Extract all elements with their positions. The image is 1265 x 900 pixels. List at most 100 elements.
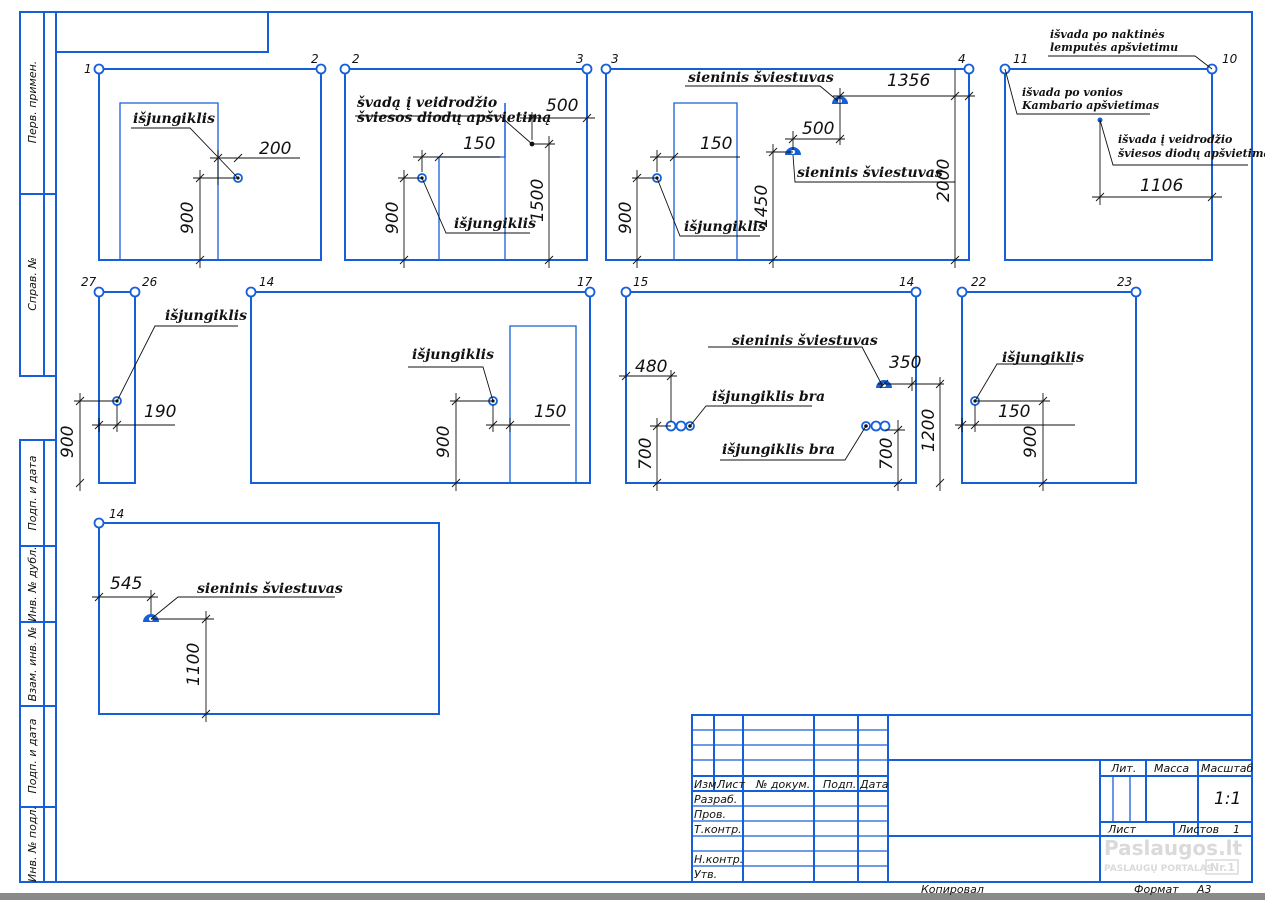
corner-number: 3: [576, 52, 584, 66]
wall-elevation-5: 27 26 išjungiklis 190 900: [58, 275, 247, 491]
bottom-edge: [0, 893, 1265, 900]
title-block: Изм. Лист № докум. Подп. Дата Разраб. Пр…: [691, 714, 1253, 883]
wall-elevation-8: 22 23 išjungiklis 150 900: [955, 275, 1142, 491]
corner-number: 15: [633, 275, 648, 289]
side-stamp: Перв. примен. Справ. № Подп. и дата Инв.…: [19, 11, 57, 883]
tb-col-doc: № докум.: [755, 778, 810, 791]
night-lamp-label: išvada po naktinės: [1050, 28, 1165, 41]
dim-height: 1100: [184, 643, 204, 686]
tb-sheets: Листов: [1177, 823, 1219, 836]
dim-width: 1106: [1140, 176, 1183, 196]
wall-elevation-6: 14 17 išjungiklis 150 900: [245, 275, 596, 491]
corner-number: 3: [611, 52, 619, 66]
tb-row-label: Пров.: [694, 808, 726, 821]
dim-height: 900: [383, 202, 403, 234]
corner-number: 22: [971, 275, 986, 289]
tb-scale-label: Масштаб: [1201, 762, 1253, 775]
dim-width: 545: [110, 574, 142, 594]
corner-number: 10: [1222, 52, 1238, 66]
dim-height: 700: [636, 438, 656, 470]
tb-mass: Масса: [1154, 762, 1189, 775]
bath-light-label: išvada po vonios: [1022, 86, 1123, 99]
night-lamp-label: lemputės apšvietimu: [1050, 41, 1178, 54]
bra-socket-symbol: [870, 420, 882, 432]
wall-elevation-9: 14 sieninis šviestuvas 545 1100: [92, 507, 440, 722]
dim-height: 1500: [528, 179, 548, 222]
dim-height: 2000: [934, 159, 954, 202]
corner-number: 2: [311, 52, 319, 66]
tb-col-izm: Изм.: [694, 778, 720, 791]
switch-label: išjungiklis: [133, 111, 215, 127]
tb-row-label: Разраб.: [694, 793, 737, 806]
stamp-text: Перв. примен.: [26, 61, 39, 144]
tb-row-label: Утв.: [694, 868, 717, 881]
corner-number: 14: [899, 275, 914, 289]
wall-lamp-label: sieninis šviestuvas: [797, 165, 943, 181]
bath-light-label: Kambario apšvietimas: [1021, 99, 1159, 112]
dim-width: 150: [534, 402, 566, 422]
corner-number: 4: [958, 52, 966, 66]
dim-width: 150: [998, 402, 1030, 422]
tb-row-label: Т.контр.: [694, 823, 742, 836]
switch-label: išjungiklis: [412, 347, 494, 363]
stamp-text: Инв. № подл.: [26, 806, 39, 882]
dim-height: 900: [1021, 426, 1041, 458]
switch-bra-label: išjungiklis bra: [722, 442, 835, 458]
dim-width: 150: [463, 134, 495, 154]
corner-number: 2: [352, 52, 360, 66]
tb-col-list: Лист: [716, 778, 745, 791]
stamp-text: Справ. №: [26, 257, 39, 311]
dim-width: 190: [144, 402, 176, 422]
dim-height: 900: [178, 202, 198, 234]
stamp-text: Подп. и дата: [26, 455, 39, 530]
dim-height: 1200: [919, 409, 939, 452]
corner-marker: [93, 63, 105, 75]
corner-number: 23: [1117, 275, 1132, 289]
tb-sheet: Лист: [1107, 823, 1136, 836]
footer-format: А3: [1196, 883, 1212, 896]
tb-lit: Лит.: [1110, 762, 1136, 775]
tb-col-date: Дата: [859, 778, 889, 791]
tb-col-sign: Подп.: [823, 778, 856, 791]
watermark-badge: Nr.1: [1210, 861, 1235, 874]
stamp-text: Подп. и дата: [26, 718, 39, 793]
dim-width: 150: [700, 134, 732, 154]
tb-row-label: Н.контр.: [694, 853, 743, 866]
corner-number: 11: [1013, 52, 1028, 66]
dim-height: 700: [877, 438, 897, 470]
dim-width: 1356: [887, 71, 930, 91]
watermark-sub: PASLAUGŲ PORTALAS: [1104, 864, 1213, 874]
dim-width: 200: [259, 139, 291, 159]
switch-label: išjungiklis: [454, 216, 536, 232]
tb-scale: 1:1: [1214, 789, 1241, 809]
corner-number: 26: [142, 275, 158, 289]
wall-lamp-label: sieninis šviestuvas: [688, 70, 834, 86]
switch-bra-label: išjungiklis bra: [712, 389, 825, 405]
wall-elevation-7: 15 14 išjungiklis bra išjungiklis bra si…: [619, 275, 945, 491]
mirror-led-label: išvada į veidrodžio: [1118, 133, 1232, 146]
dim-width: 500: [802, 119, 834, 139]
mirror-led-label: švadą į veidrodžio: [357, 95, 497, 111]
watermark-brand: Paslaugos.lt: [1104, 836, 1243, 860]
corner-number: 14: [259, 275, 274, 289]
corner-number: 14: [109, 507, 124, 521]
switch-label: išjungiklis: [165, 308, 247, 324]
mirror-led-label: šviesos diodų apšvietimą: [357, 110, 551, 126]
wall-elevation-2: 2 3 švadą į veidrodžio šviesos diodų apš…: [339, 52, 595, 268]
switch-label: išjungiklis: [684, 219, 766, 235]
dim-width: 480: [635, 357, 667, 377]
footer-copied: Копировал: [921, 883, 984, 896]
corner-marker: [315, 63, 327, 75]
dim-height: 900: [434, 426, 454, 458]
dim-width: 350: [889, 353, 921, 373]
dim-width: 500: [546, 96, 578, 116]
corner-number: 17: [577, 275, 593, 289]
dim-height: 1450: [752, 185, 772, 228]
stamp-text: Инв. № дубл.: [26, 546, 39, 621]
wall-elevation-3: 3 4 sieninis šviestuvas sieninis šviestu…: [600, 52, 975, 268]
wall-elevation-4: 11 10 išvada po naktinės lemputės apšvie…: [999, 28, 1265, 261]
dim-height: 900: [616, 202, 636, 234]
wall-lamp-label: sieninis šviestuvas: [732, 333, 878, 349]
footer-format-label: Формат: [1134, 883, 1179, 896]
